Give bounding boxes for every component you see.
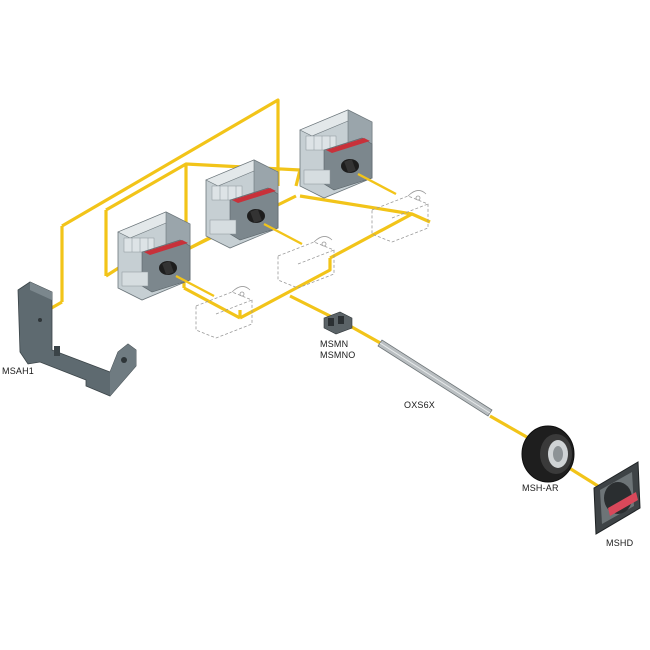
motor-breaker-1 bbox=[117, 211, 191, 301]
motor-breaker-2 bbox=[205, 159, 279, 249]
line-right-frame bbox=[183, 194, 431, 320]
auxiliary-contact bbox=[323, 311, 353, 335]
label-bracket: MSAH1 bbox=[2, 366, 35, 376]
motor-breaker-3 bbox=[299, 109, 373, 199]
label-aux-contact-1: MSMN bbox=[320, 339, 349, 349]
cradle-1 bbox=[195, 286, 253, 339]
label-shaft: OXS6X bbox=[404, 400, 436, 410]
label-aux-contact-2: MSMNO bbox=[320, 350, 356, 360]
label-adapter: MSH-AR bbox=[522, 483, 559, 493]
line-to-aux-contact bbox=[289, 294, 335, 320]
breaker-shafts bbox=[175, 172, 397, 298]
door-handle bbox=[593, 461, 641, 535]
extension-shaft bbox=[377, 339, 493, 417]
cradle-2 bbox=[277, 236, 335, 289]
label-handle: MSHD bbox=[606, 538, 634, 548]
line-to-shaft bbox=[349, 324, 383, 346]
line-frame-top bbox=[60, 98, 302, 302]
line-adapter-to-handle bbox=[565, 464, 599, 488]
line-shaft-to-adapter bbox=[489, 414, 533, 442]
mounting-bracket bbox=[17, 281, 137, 397]
handle-adapter bbox=[521, 425, 575, 483]
